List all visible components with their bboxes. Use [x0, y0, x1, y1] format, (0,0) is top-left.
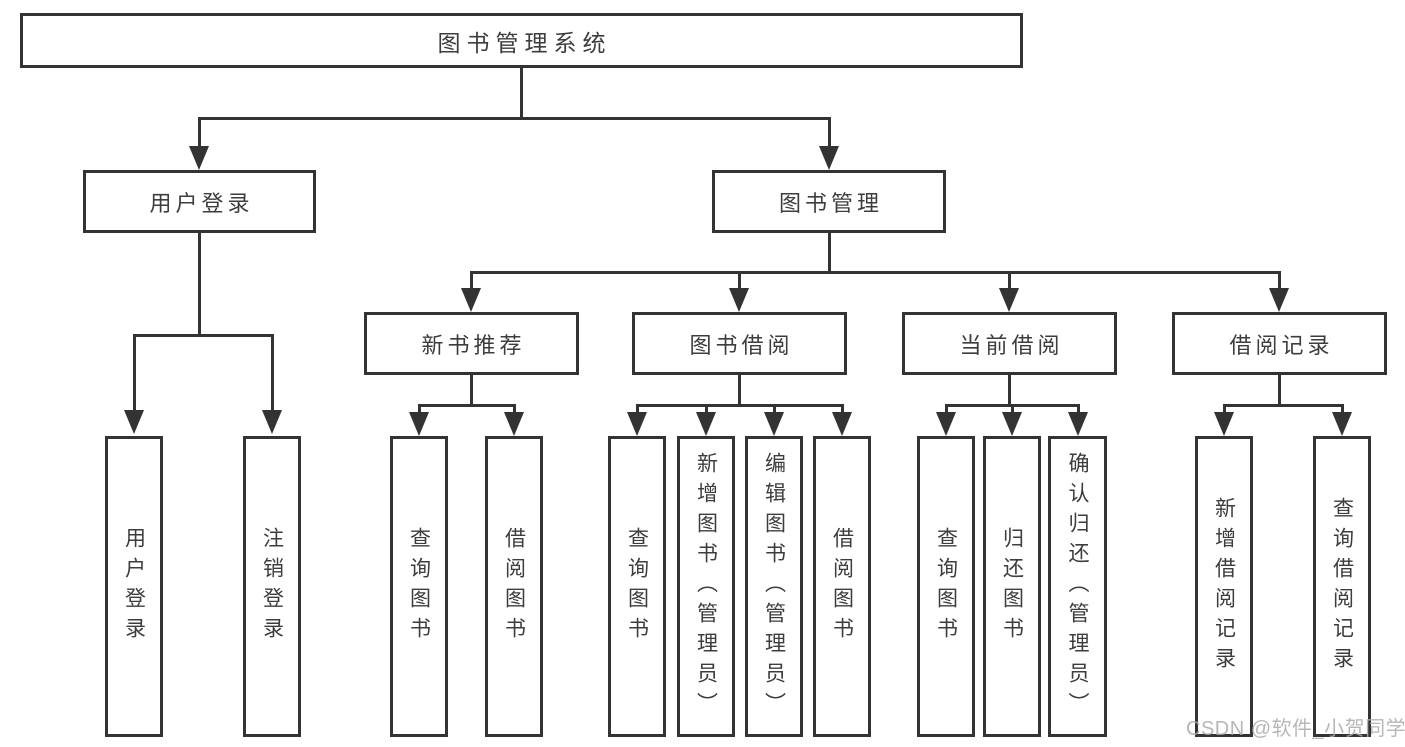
leaf-query-books-borrowing: 查询图书: [608, 436, 666, 737]
arrow-down-icon: [1002, 412, 1022, 436]
edge-line: [1011, 404, 1014, 414]
node-current-borrowing: 当前借阅: [902, 312, 1117, 375]
arrow-down-icon: [262, 410, 282, 434]
edge-line: [1278, 375, 1281, 406]
arrow-down-icon: [819, 146, 839, 170]
arrow-down-icon: [999, 288, 1019, 312]
leaf-label: 注销登录: [260, 526, 284, 647]
arrow-down-icon: [124, 410, 144, 434]
leaf-label: 确认归还（管理员）: [1066, 451, 1090, 722]
leaf-borrow-books-borrowing: 借阅图书: [813, 436, 871, 737]
edge-line: [1077, 404, 1080, 414]
node-label: 当前借阅: [959, 332, 1064, 358]
arrow-down-icon: [1332, 412, 1352, 436]
arrow-down-icon: [1068, 412, 1088, 436]
arrow-down-icon: [409, 412, 429, 436]
edge-line: [1008, 375, 1011, 406]
arrow-down-icon: [936, 412, 956, 436]
csdn-watermark: CSDN @软件_小贺同学: [1186, 718, 1405, 740]
edge-line: [470, 375, 473, 406]
leaf-query-books-current: 查询图书: [917, 436, 975, 737]
leaf-label: 查询图书: [934, 526, 958, 647]
arrow-down-icon: [1214, 412, 1234, 436]
edge-line: [271, 334, 274, 410]
leaf-user-login: 用户登录: [105, 436, 163, 737]
edge-line: [520, 68, 523, 117]
leaf-label: 新增借阅记录: [1212, 496, 1236, 677]
edge-line: [198, 117, 831, 120]
leaf-add-borrow-record: 新增借阅记录: [1195, 436, 1253, 737]
edge-line: [828, 117, 831, 146]
edge-line: [470, 271, 473, 288]
leaf-logout: 注销登录: [243, 436, 301, 737]
arrow-down-icon: [696, 412, 716, 436]
leaf-label: 用户登录: [122, 526, 146, 647]
leaf-label: 新增图书（管理员）: [694, 451, 718, 722]
arrow-down-icon: [189, 146, 209, 170]
edge-line: [418, 404, 421, 414]
leaf-add-book-admin: 新增图书（管理员）: [677, 436, 735, 737]
edge-line: [738, 271, 741, 288]
edge-line: [470, 271, 1281, 274]
edge-line: [705, 404, 708, 414]
leaf-label: 查询图书: [625, 526, 649, 647]
node-book-management: 图书管理: [712, 170, 946, 233]
leaf-query-borrow-record: 查询借阅记录: [1313, 436, 1371, 737]
edge-line: [1278, 271, 1281, 288]
arrow-down-icon: [832, 412, 852, 436]
edge-line: [738, 375, 741, 406]
edge-line: [945, 404, 948, 414]
leaf-label: 归还图书: [1000, 526, 1024, 647]
node-library-management-system: 图书管理系统: [20, 13, 1023, 68]
leaf-return-book: 归还图书: [983, 436, 1041, 737]
arrow-down-icon: [627, 412, 647, 436]
leaf-edit-book-admin: 编辑图书（管理员）: [745, 436, 803, 737]
node-label: 图书借阅: [689, 332, 794, 358]
edge-line: [1223, 404, 1344, 407]
arrow-down-icon: [504, 412, 524, 436]
node-label: 借阅记录: [1229, 332, 1334, 358]
leaf-query-books-recommend: 查询图书: [390, 436, 448, 737]
leaf-confirm-return-admin: 确认归还（管理员）: [1048, 436, 1107, 737]
edge-line: [133, 334, 136, 410]
node-borrowing-records: 借阅记录: [1172, 312, 1387, 375]
node-new-book-recommendation: 新书推荐: [364, 312, 579, 375]
edge-line: [1341, 404, 1344, 414]
edge-line: [636, 404, 639, 414]
node-user-login: 用户登录: [83, 170, 316, 233]
leaf-label: 借阅图书: [502, 526, 526, 647]
node-label: 图书管理系统: [437, 29, 612, 56]
arrow-down-icon: [461, 288, 481, 312]
edge-line: [636, 404, 844, 407]
edge-line: [513, 404, 516, 414]
node-label: 用户登录: [149, 190, 254, 216]
node-book-borrowing: 图书借阅: [632, 312, 847, 375]
node-label: 新书推荐: [421, 332, 526, 358]
edge-line: [1223, 404, 1226, 414]
edge-line: [773, 404, 776, 414]
arrow-down-icon: [1269, 288, 1289, 312]
edge-line: [198, 233, 201, 337]
arrow-down-icon: [729, 288, 749, 312]
leaf-label: 查询借阅记录: [1330, 496, 1354, 677]
leaf-label: 编辑图书（管理员）: [762, 451, 786, 722]
edge-line: [828, 233, 831, 274]
leaf-label: 查询图书: [407, 526, 431, 647]
edge-line: [198, 117, 201, 146]
leaf-label: 借阅图书: [830, 526, 854, 647]
edge-line: [841, 404, 844, 414]
edge-line: [133, 334, 274, 337]
leaf-borrow-books-recommend: 借阅图书: [485, 436, 543, 737]
node-label: 图书管理: [778, 190, 883, 216]
edge-line: [418, 404, 516, 407]
edge-line: [1008, 271, 1011, 288]
arrow-down-icon: [764, 412, 784, 436]
